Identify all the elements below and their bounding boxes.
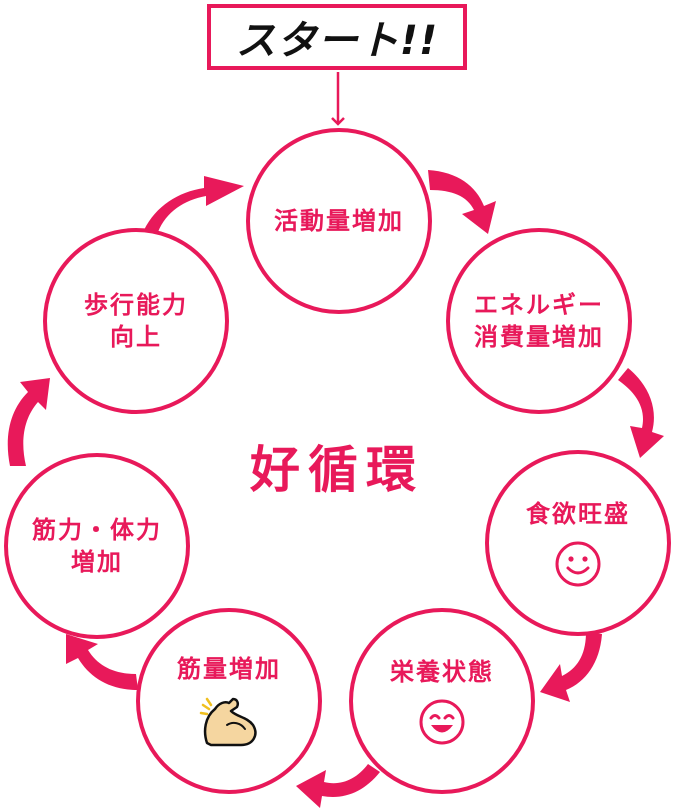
node-label: 栄養状態: [390, 657, 494, 686]
node-label: 歩行能力 向上: [84, 290, 188, 351]
flexed-bicep-icon: [199, 697, 257, 747]
center-title: 好循環: [250, 441, 424, 499]
node-label: 筋力・体力 増加: [32, 515, 162, 576]
start-label: スタート!!: [235, 18, 439, 64]
cycle-arrow-3: [540, 632, 602, 702]
cycle-arrow-6: [7, 378, 50, 466]
cycle-arrow-5: [66, 634, 138, 690]
cycle-node-walking-ability: 歩行能力 向上: [43, 228, 229, 414]
cycle-node-good-appetite: 食欲旺盛: [485, 450, 671, 636]
start-box: スタート!!: [207, 4, 467, 70]
node-label: エネルギー 消費量増加: [474, 290, 604, 351]
node-label: 食欲旺盛: [526, 499, 630, 528]
cycle-node-energy-consumption: エネルギー 消費量増加: [446, 228, 632, 414]
cycle-node-activity-increase: 活動量増加: [246, 128, 432, 314]
node-label: 筋量増加: [177, 654, 281, 683]
cycle-node-strength-stamina: 筋力・体力 増加: [4, 453, 190, 639]
cycle-arrow-2: [618, 368, 664, 458]
smile-face-icon: [555, 541, 601, 587]
cycle-arrow-1: [428, 170, 496, 234]
grin-face-icon: [419, 699, 465, 745]
cycle-arrow-7: [144, 176, 244, 232]
node-label: 活動量増加: [274, 206, 404, 235]
cycle-node-nutrition-status: 栄養状態: [349, 608, 535, 794]
cycle-node-muscle-mass: 筋量増加: [136, 608, 322, 794]
cycle-arrow-4: [296, 764, 380, 808]
